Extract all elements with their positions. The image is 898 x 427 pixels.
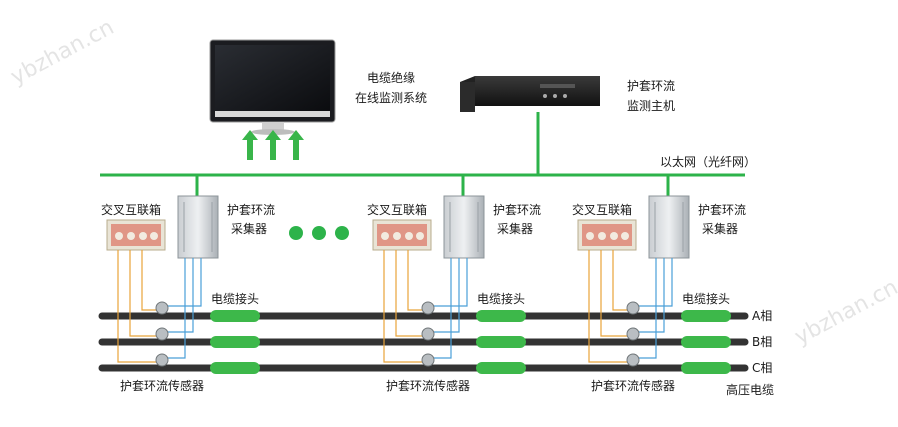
phase-b-label: B相 xyxy=(752,335,773,349)
data-upload-arrows-icon xyxy=(242,130,304,160)
ethernet-backbone xyxy=(100,112,745,196)
collector-label: 护套环流 采集器 xyxy=(227,202,275,237)
ellipsis-dots-icon xyxy=(289,226,349,240)
collector-line1: 护套环流 xyxy=(493,203,542,217)
collector-label: 护套环流 采集器 xyxy=(698,202,746,237)
cross-bond-box-label: 交叉互联箱 xyxy=(572,203,633,217)
host-label: 护套环流 监测主机 xyxy=(627,78,675,114)
collector-line2: 采集器 xyxy=(497,222,534,236)
sensor-label: 护套环流传感器 xyxy=(386,379,471,393)
collector-line2: 采集器 xyxy=(702,222,739,236)
joint-label: 电缆接头 xyxy=(477,292,526,306)
phase-a-label: A相 xyxy=(752,309,773,323)
collector-box-icon xyxy=(177,195,219,259)
collector-label: 护套环流 采集器 xyxy=(493,202,541,237)
monitor-system-line1: 电缆绝缘 xyxy=(366,71,415,85)
cross-bond-box-icon xyxy=(106,219,166,251)
cable-label: 高压电缆 xyxy=(726,383,775,397)
collector-line2: 采集器 xyxy=(231,222,268,236)
high-voltage-cables xyxy=(98,312,749,372)
monitoring-group-1 xyxy=(106,195,260,374)
collector-line1: 护套环流 xyxy=(698,203,747,217)
monitor-system-label: 电缆绝缘 在线监测系统 xyxy=(352,70,430,106)
host-line2: 监测主机 xyxy=(627,99,676,113)
cross-bond-box-label: 交叉互联箱 xyxy=(101,203,162,217)
sensor-label: 护套环流传感器 xyxy=(591,379,676,393)
monitor-system-line2: 在线监测系统 xyxy=(354,91,427,105)
joint-label: 电缆接头 xyxy=(682,292,731,306)
joint-label: 电缆接头 xyxy=(211,292,260,306)
collector-line1: 护套环流 xyxy=(227,203,276,217)
sensor-label: 护套环流传感器 xyxy=(120,379,205,393)
cable-joint-icon xyxy=(210,310,260,374)
cross-bond-box-label: 交叉互联箱 xyxy=(367,203,428,217)
network-label: 以太网（光纤网） xyxy=(660,155,757,169)
host-line1: 护套环流 xyxy=(627,79,676,93)
monitor-icon xyxy=(209,39,336,135)
phase-c-label: C相 xyxy=(752,361,773,375)
host-rack-icon xyxy=(460,76,600,112)
